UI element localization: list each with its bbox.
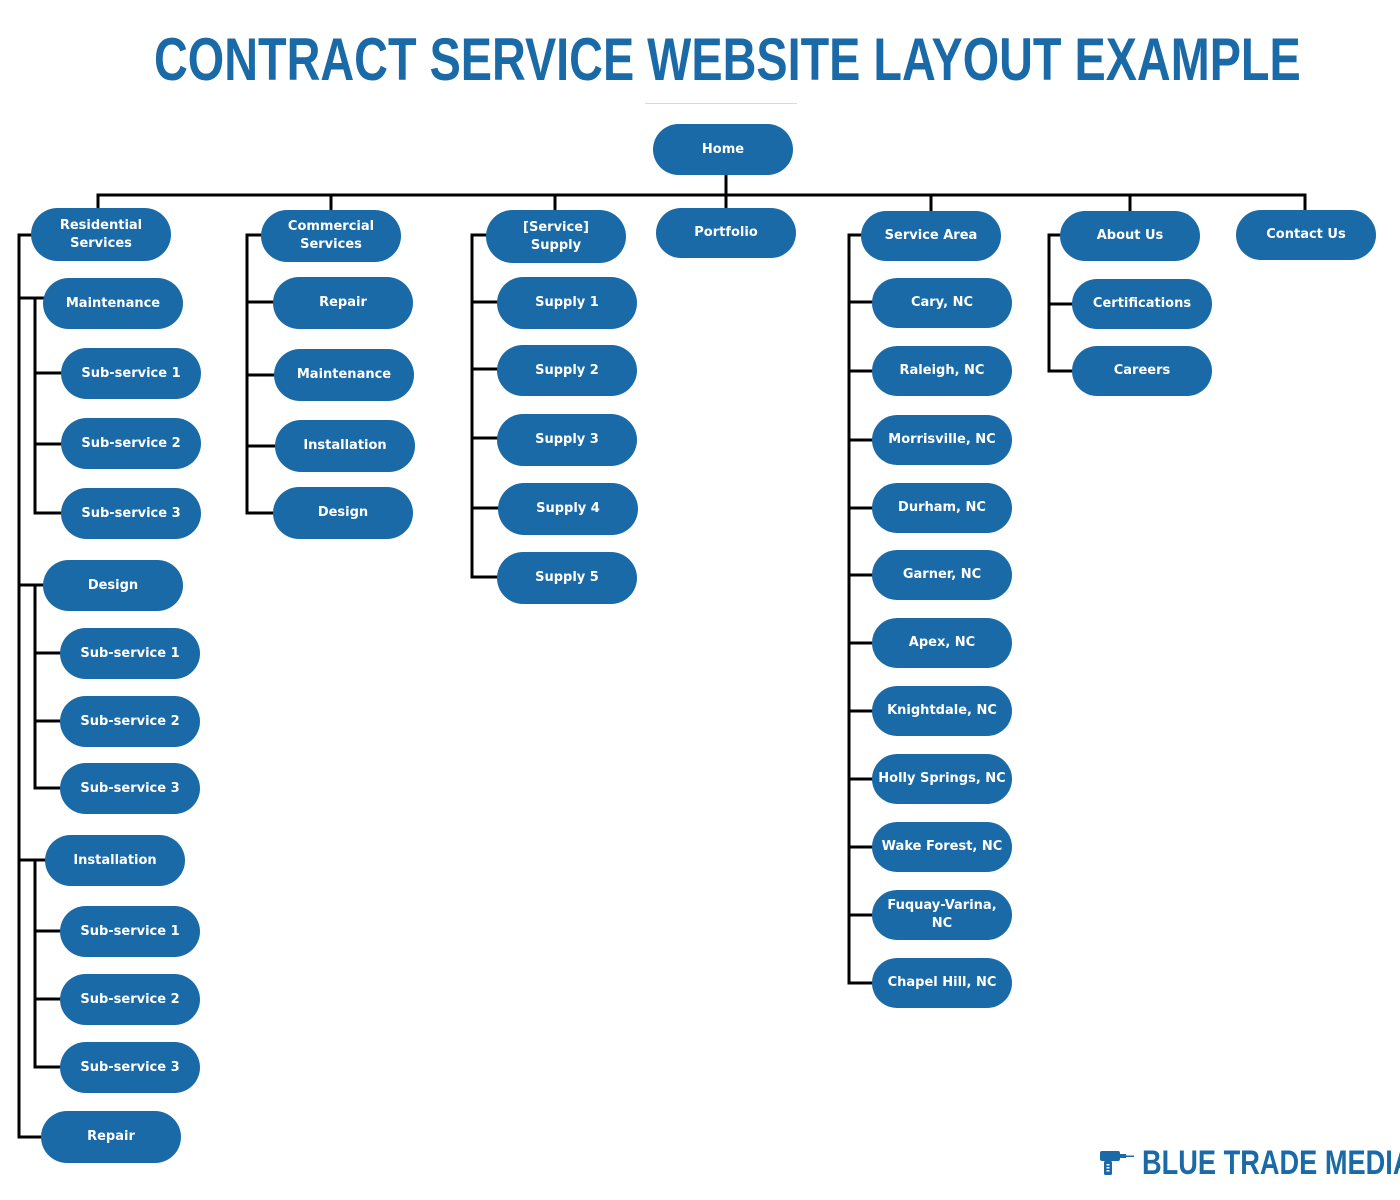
service-area-label: Service Area bbox=[884, 228, 978, 243]
diagram-title: CONTRACT SERVICE WEBSITE LAYOUT EXAMPLE bbox=[154, 26, 1301, 93]
service-area-city-node[interactable]: Cary, NC bbox=[872, 278, 1012, 328]
supply-item-node[interactable]: Supply 3 bbox=[497, 414, 637, 466]
node-label: Sub-service 1 bbox=[81, 365, 181, 381]
residential-repair-node[interactable]: Repair bbox=[41, 1111, 181, 1163]
about-us-label: About Us bbox=[1096, 228, 1164, 243]
service-area-city-node[interactable]: Holly Springs, NC bbox=[872, 754, 1012, 804]
design-sub-service-node[interactable]: Sub-service 3 bbox=[60, 763, 200, 814]
service-area-city-node[interactable]: Morrisville, NC bbox=[872, 415, 1012, 465]
commercial-services-node[interactable]: Commercial Services bbox=[261, 210, 401, 262]
node-label: Sub-service 1 bbox=[80, 645, 180, 661]
supply-item-node[interactable]: Supply 4 bbox=[498, 483, 638, 535]
maintenance-sub-service-node[interactable]: Sub-service 2 bbox=[61, 418, 201, 469]
design-sub-service-node[interactable]: Sub-service 2 bbox=[60, 696, 200, 747]
node-label: Sub-service 3 bbox=[80, 780, 180, 796]
node-label: Wake Forest, NC bbox=[881, 839, 1003, 854]
service-area-city-node[interactable]: Durham, NC bbox=[872, 483, 1012, 533]
node-label: Installation bbox=[303, 438, 387, 453]
residential-installation-node[interactable]: Installation bbox=[45, 835, 185, 886]
node-label: Repair bbox=[319, 295, 367, 310]
node-label: Careers bbox=[1113, 363, 1171, 378]
installation-sub-service-node[interactable]: Sub-service 2 bbox=[60, 974, 200, 1025]
node-label: Durham, NC bbox=[898, 500, 986, 515]
design-sub-service-node[interactable]: Sub-service 1 bbox=[60, 628, 200, 679]
residential-services-label: Residential Services bbox=[59, 217, 143, 251]
node-label: Supply 4 bbox=[536, 501, 600, 516]
commercial-installation-node[interactable]: Installation bbox=[275, 420, 415, 472]
node-label: Sub-service 2 bbox=[80, 713, 180, 729]
node-label: Maintenance bbox=[296, 367, 392, 382]
title-divider bbox=[645, 103, 797, 104]
maintenance-sub-service-node[interactable]: Sub-service 1 bbox=[61, 348, 201, 399]
node-label: Knightdale, NC bbox=[887, 703, 997, 718]
node-label: Maintenance bbox=[65, 295, 161, 311]
supply-item-node[interactable]: Supply 5 bbox=[497, 552, 637, 604]
node-label: Apex, NC bbox=[908, 635, 976, 650]
brand-logo: BLUE TRADE MEDIA bbox=[1098, 1138, 1400, 1188]
about-us-node[interactable]: About Us bbox=[1060, 211, 1200, 261]
home-node[interactable]: Home bbox=[653, 124, 793, 175]
contact-us-node[interactable]: Contact Us bbox=[1236, 210, 1376, 260]
node-label: Sub-service 2 bbox=[80, 991, 180, 1007]
residential-design-node[interactable]: Design bbox=[43, 560, 183, 611]
service-area-city-node[interactable]: Knightdale, NC bbox=[872, 686, 1012, 736]
service-area-node[interactable]: Service Area bbox=[861, 211, 1001, 261]
service-area-city-node[interactable]: Wake Forest, NC bbox=[872, 822, 1012, 872]
residential-services-node[interactable]: Residential Services bbox=[31, 208, 171, 261]
node-label: Sub-service 1 bbox=[80, 923, 180, 939]
supply-item-node[interactable]: Supply 2 bbox=[497, 345, 637, 396]
node-label: Garner, NC bbox=[902, 567, 982, 582]
certifications-node[interactable]: Certifications bbox=[1072, 279, 1212, 329]
node-label: Raleigh, NC bbox=[899, 363, 985, 378]
service-area-city-node[interactable]: Garner, NC bbox=[872, 550, 1012, 600]
careers-node[interactable]: Careers bbox=[1072, 346, 1212, 396]
residential-maintenance-node[interactable]: Maintenance bbox=[43, 278, 183, 329]
commercial-repair-node[interactable]: Repair bbox=[273, 277, 413, 329]
service-area-city-node[interactable]: Chapel Hill, NC bbox=[872, 958, 1012, 1008]
node-label: Certifications bbox=[1092, 296, 1192, 311]
service-area-city-node[interactable]: Fuquay-Varina, NC bbox=[872, 890, 1012, 940]
node-label: Cary, NC bbox=[910, 295, 974, 310]
node-label: Morrisville, NC bbox=[888, 432, 996, 447]
service-supply-label: [Service] Supply bbox=[523, 219, 589, 253]
commercial-services-label: Commercial Services bbox=[287, 219, 375, 252]
node-label: Installation bbox=[73, 852, 157, 868]
node-label: Holly Springs, NC bbox=[878, 771, 1006, 786]
portfolio-label: Portfolio bbox=[694, 225, 758, 240]
service-supply-node[interactable]: [Service] Supply bbox=[486, 210, 626, 263]
commercial-design-node[interactable]: Design bbox=[273, 487, 413, 539]
node-label: Supply 3 bbox=[535, 432, 599, 447]
node-label: Repair bbox=[87, 1129, 135, 1144]
node-label: Supply 2 bbox=[535, 362, 599, 378]
maintenance-sub-service-node[interactable]: Sub-service 3 bbox=[61, 488, 201, 539]
installation-sub-service-node[interactable]: Sub-service 3 bbox=[60, 1042, 200, 1093]
node-label: Supply 5 bbox=[535, 570, 599, 585]
node-label: Supply 1 bbox=[535, 295, 599, 310]
node-label: Chapel Hill, NC bbox=[887, 975, 997, 990]
node-label: Fuquay-Varina, NC bbox=[887, 898, 997, 931]
node-label: Design bbox=[87, 577, 139, 593]
home-label: Home bbox=[701, 141, 745, 157]
service-area-city-node[interactable]: Raleigh, NC bbox=[872, 346, 1012, 396]
drill-icon bbox=[1100, 1151, 1134, 1175]
service-area-city-node[interactable]: Apex, NC bbox=[872, 618, 1012, 668]
node-label: Design bbox=[317, 505, 369, 520]
commercial-maintenance-node[interactable]: Maintenance bbox=[274, 349, 414, 401]
contact-us-label: Contact Us bbox=[1266, 227, 1346, 242]
node-label: Sub-service 2 bbox=[81, 435, 181, 451]
supply-item-node[interactable]: Supply 1 bbox=[497, 277, 637, 329]
portfolio-node[interactable]: Portfolio bbox=[656, 208, 796, 258]
installation-sub-service-node[interactable]: Sub-service 1 bbox=[60, 906, 200, 957]
brand-name: BLUE TRADE MEDIA bbox=[1142, 1143, 1400, 1182]
node-label: Sub-service 3 bbox=[81, 505, 181, 521]
node-label: Sub-service 3 bbox=[80, 1059, 180, 1075]
